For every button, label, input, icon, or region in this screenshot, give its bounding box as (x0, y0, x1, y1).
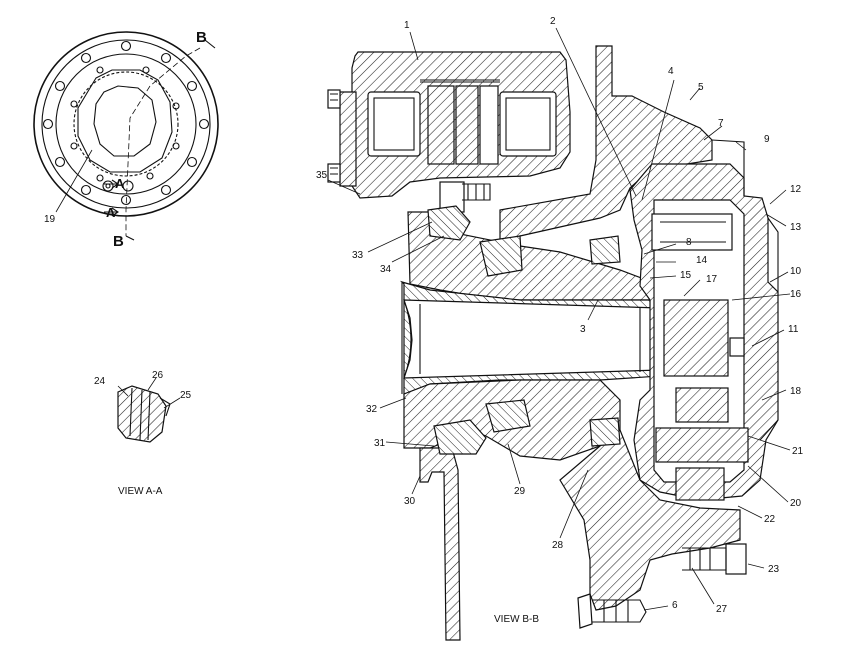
callout-20: 20 (790, 498, 802, 509)
view-bb-caption: VIEW B-B (494, 614, 539, 625)
callout-15: 15 (680, 270, 692, 281)
callout-labels: 1 2 3 4 5 6 7 8 9 10 11 12 13 14 15 16 1… (44, 16, 804, 615)
callout-19: 19 (44, 214, 56, 225)
callout-23: 23 (768, 564, 780, 575)
section-mark-a-lower: A (106, 205, 116, 220)
callout-30: 30 (404, 496, 416, 507)
callout-8: 8 (686, 237, 692, 248)
callout-5: 5 (698, 82, 704, 93)
callout-1: 1 (404, 20, 410, 31)
callout-12: 12 (790, 184, 802, 195)
callout-28: 28 (552, 540, 564, 551)
callout-17: 17 (706, 274, 718, 285)
callout-33: 33 (352, 250, 364, 261)
callout-22: 22 (764, 514, 776, 525)
callout-10: 10 (790, 266, 802, 277)
callout-18: 18 (790, 386, 802, 397)
callout-4: 4 (668, 66, 674, 77)
callout-13: 13 (790, 222, 802, 233)
callout-29: 29 (514, 486, 526, 497)
callout-34: 34 (380, 264, 392, 275)
view-aa-caption: VIEW A-A (118, 486, 163, 497)
section-mark-b-top: B (196, 29, 207, 46)
callout-24: 24 (94, 376, 106, 387)
view-aa-detail (117, 377, 181, 443)
callout-14: 14 (696, 255, 708, 266)
callout-32: 32 (366, 404, 378, 415)
section-view-bb (327, 45, 779, 641)
section-mark-a-upper: A (115, 176, 125, 191)
callout-6: 6 (672, 600, 678, 611)
callout-9: 9 (764, 134, 770, 145)
callout-31: 31 (374, 438, 386, 449)
callout-21: 21 (792, 446, 804, 457)
callout-27: 27 (716, 604, 728, 615)
callout-11: 11 (788, 324, 799, 335)
flange-top-view (33, 31, 219, 241)
callout-26: 26 (152, 370, 164, 381)
callout-25: 25 (180, 390, 192, 401)
leader-lines (327, 27, 791, 611)
section-mark-b-bottom: B (113, 233, 124, 250)
callout-16: 16 (790, 289, 802, 300)
callout-7: 7 (718, 118, 724, 129)
callout-35: 35 (316, 170, 328, 181)
callout-3: 3 (580, 324, 586, 335)
callout-2: 2 (550, 16, 556, 27)
